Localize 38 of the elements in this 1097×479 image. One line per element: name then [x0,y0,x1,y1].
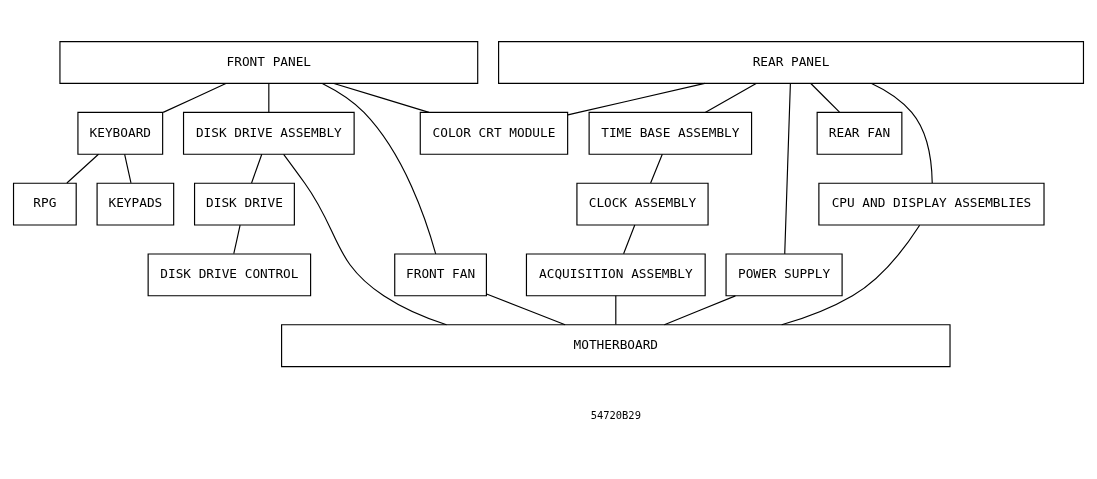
node-box: CPU AND DISPLAY ASSEMBLIES [818,182,1045,226]
node-box: POWER SUPPLY [725,253,843,297]
label: 54720B29 [590,409,641,422]
node-box: COLOR CRT MODULE [419,111,569,155]
connector [810,82,841,113]
node-box: FRONT FAN [394,253,487,297]
connector [268,82,270,113]
connector [251,153,263,184]
node-box: MOTHERBOARD [281,324,951,368]
node-box: DISK DRIVE [194,182,295,226]
connector [784,82,791,255]
connector [283,153,448,326]
connector [871,82,933,184]
connector [615,295,617,326]
connector [124,153,132,184]
connector [66,153,100,184]
node-box: REAR FAN [816,111,903,155]
connector [781,224,921,326]
connector [567,82,706,116]
connector [704,82,757,113]
node-box: DISK DRIVE CONTROL [147,253,312,297]
node-box: RPG [12,182,77,226]
node-box: FRONT PANEL [59,41,479,84]
connector [623,224,636,255]
node-box: ACQUISITION ASSEMBLY [525,253,706,297]
connector [486,293,566,326]
connector [663,295,736,326]
node-box: REAR PANEL [498,41,1085,84]
connector [233,224,241,255]
connector [650,153,663,184]
node-box: DISK DRIVE ASSEMBLY [182,111,355,155]
connector [321,82,437,255]
node-box: KEYBOARD [77,111,164,155]
node-box: KEYPADS [96,182,175,226]
connector [162,82,227,113]
connector [333,82,430,113]
node-box: CLOCK ASSEMBLY [576,182,709,226]
node-box: TIME BASE ASSEMBLY [588,111,753,155]
